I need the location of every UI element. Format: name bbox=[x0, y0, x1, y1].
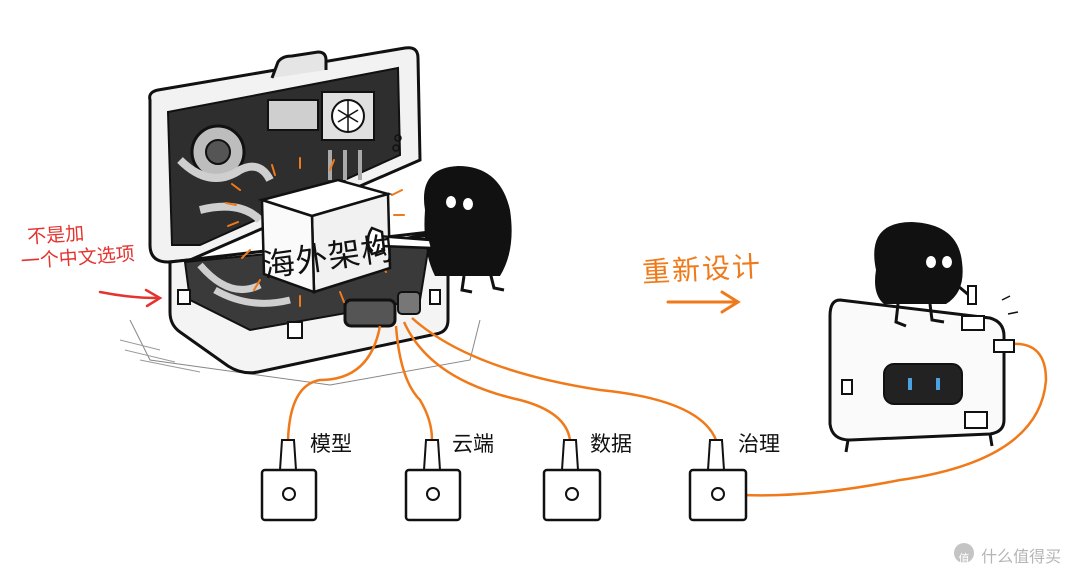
screwdriver-icon bbox=[961, 285, 1019, 331]
redesign-label: 重新设计 bbox=[641, 249, 763, 290]
socket-data bbox=[542, 439, 602, 522]
suitcase-lid bbox=[148, 46, 422, 264]
port-label-data: 数据 bbox=[590, 432, 632, 456]
socket-model bbox=[260, 439, 318, 522]
watermark-logo-icon bbox=[954, 543, 974, 563]
watermark-logo-char: 值 bbox=[958, 552, 970, 565]
character-left bbox=[401, 166, 512, 294]
watermark-text: 什么值得买 bbox=[981, 547, 1062, 566]
port-label-model: 模型 bbox=[310, 432, 352, 456]
spark-marks bbox=[225, 157, 405, 307]
watermark: 值 什么值得买 bbox=[956, 543, 1062, 569]
annotation-note: 不是加 一个中文选项 bbox=[18, 218, 135, 274]
socket-cloud bbox=[404, 439, 462, 522]
new-device bbox=[828, 298, 1015, 453]
socket-governance bbox=[688, 439, 748, 522]
wrench-icon bbox=[366, 226, 434, 256]
port-label-governance: 治理 bbox=[738, 432, 780, 456]
cables bbox=[286, 317, 1048, 497]
floor-shadow bbox=[119, 319, 481, 386]
architecture-cube bbox=[257, 178, 393, 294]
annotation-arrow bbox=[98, 288, 163, 308]
redesign-arrow bbox=[666, 290, 741, 314]
port-label-cloud: 云端 bbox=[452, 432, 494, 456]
